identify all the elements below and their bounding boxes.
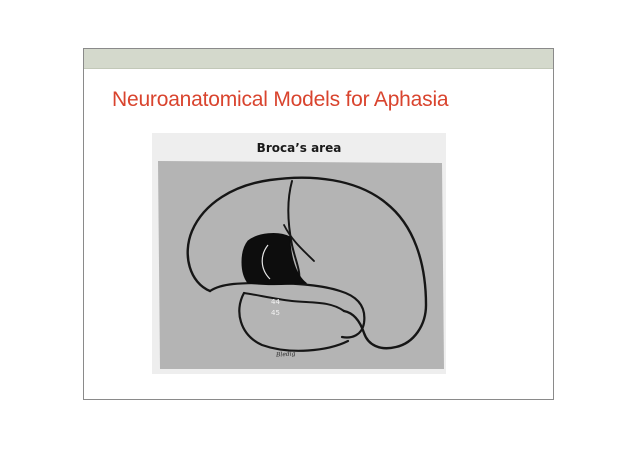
area-44-label: 44 [271,298,280,306]
precentral-sulcus [283,224,315,262]
artist-signature: Bledig [275,350,296,359]
brocas-area-region [241,233,308,285]
superior-temporal-sulcus [243,292,345,312]
diagram-background [158,161,444,369]
title-band [84,49,553,69]
brain-diagram-photo: Broca’s area 44 45 Bledig [152,133,446,374]
brain-diagram [158,161,444,369]
slide: Neuroanatomical Models for Aphasia Broca… [83,48,554,400]
sylvian-fissure [208,281,366,339]
area-45-label: 45 [271,309,280,317]
central-sulcus [287,180,301,284]
brocas-area-boundary [261,244,271,280]
slide-title: Neuroanatomical Models for Aphasia [112,88,449,111]
brain-outline [186,176,428,350]
temporal-lobe-outline [238,291,350,352]
brocas-area-heading: Broca’s area [256,141,342,155]
